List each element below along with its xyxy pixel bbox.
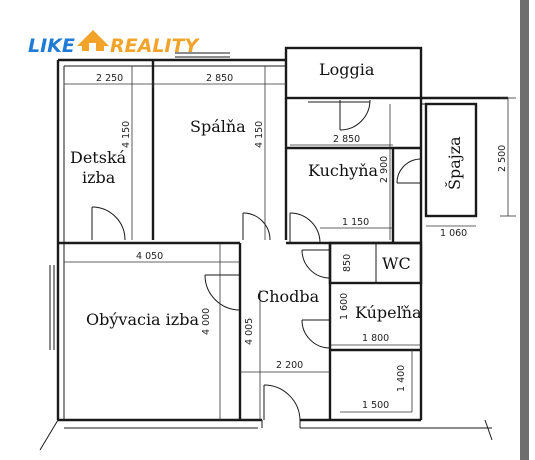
dim-kupelna-width: 1 800 (362, 333, 389, 344)
dim-corridor-top: 1 150 (342, 217, 369, 228)
room-label-loggia: Loggia (319, 60, 375, 79)
dim-spalna-height: 4 150 (254, 121, 265, 148)
dim-kuchyna-width: 2 850 (333, 134, 360, 145)
room-label-chodba: Chodba (257, 287, 320, 306)
dim-kuchyna-height: 2 900 (379, 156, 390, 183)
logo-reality-text: REALITY (110, 35, 200, 57)
house-icon (77, 30, 109, 51)
dim-chodba-height: 4 005 (244, 318, 255, 345)
dim-detska-height: 4 150 (121, 121, 132, 148)
walls (39, 46, 508, 451)
room-label-spajza: Špajza (444, 136, 464, 190)
dim-spajza-height: 2 500 (497, 145, 508, 172)
room-label-kuchyna: Kuchyňa (308, 161, 379, 180)
dim-wc-height: 850 (342, 254, 353, 272)
room-label-obyvacia: Obývacia izba (86, 310, 199, 329)
dim-spalna-width: 2 850 (206, 73, 233, 84)
door-kupelna (301, 319, 331, 349)
room-label-wc: WC (382, 254, 411, 273)
dimension-lines (63, 66, 516, 420)
page-border-right (520, 0, 529, 460)
dim-bottom-width: 1 500 (362, 400, 389, 411)
room-label-detska-2: izba (82, 168, 116, 187)
door-detska (91, 206, 126, 241)
doors (91, 99, 422, 421)
dim-detska-width: 2 250 (96, 73, 123, 84)
door-spalna (242, 212, 271, 241)
door-wc (301, 249, 331, 279)
door-kuchyna (289, 212, 321, 244)
door-entrance (263, 384, 301, 421)
door-spajza (396, 158, 422, 184)
room-labels: Loggia Spálňa Detská izba Kuchyňa Špajza… (70, 60, 464, 329)
like-reality-logo: LIKE REALITY (28, 30, 200, 57)
dim-living-width: 4 050 (136, 251, 163, 262)
dim-spajza-width: 1 060 (440, 228, 467, 239)
room-label-kupelna: Kúpeľňa (355, 303, 422, 322)
dim-chodba-width: 2 200 (276, 360, 303, 371)
door-loggia (339, 99, 371, 131)
room-label-detska-1: Detská (70, 148, 127, 167)
logo-like-text: LIKE (28, 35, 75, 57)
door-obyvacia (204, 274, 241, 311)
dim-living-height: 4 000 (201, 308, 212, 335)
room-label-spalna: Spálňa (190, 117, 246, 136)
dimension-labels: 2 250 2 850 4 150 4 150 2 850 2 900 2 50… (96, 73, 508, 411)
dim-bottom-height: 1 400 (396, 365, 407, 392)
dim-kupelna-height: 1 600 (339, 293, 350, 320)
